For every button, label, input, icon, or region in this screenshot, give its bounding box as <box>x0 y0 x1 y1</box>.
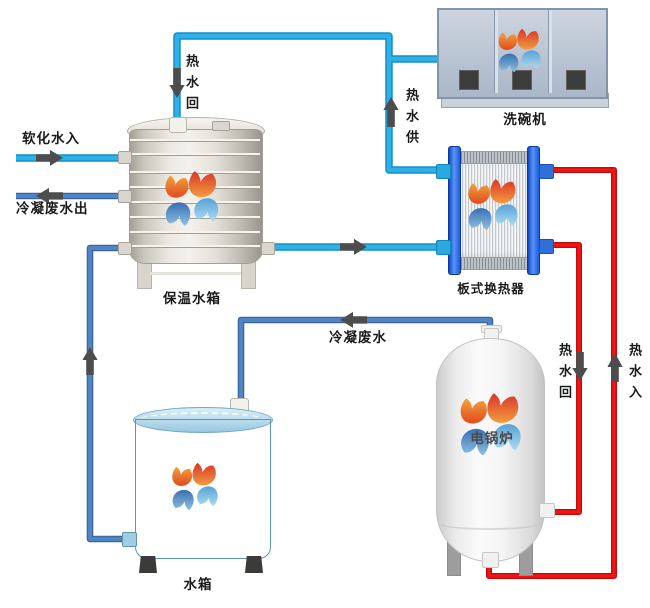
insulated-tank-leg-bar <box>150 272 241 275</box>
label-hot-water-return-right: 热水回 <box>557 343 572 406</box>
flow-arrow-down-hot-return <box>572 352 588 381</box>
insulated-tank-body <box>129 129 263 264</box>
hx-port-hot-out <box>436 164 451 179</box>
dishwasher-handle <box>459 70 479 90</box>
insulated-tank-outlet-nozzle <box>118 190 132 203</box>
insulated-tank-top-nub <box>212 121 230 131</box>
label-condensate-waste: 冷凝废水 <box>329 330 387 345</box>
label-condensate-waste-out: 冷凝废水出 <box>16 201 89 216</box>
label-hot-water-return-top: 热水回 <box>184 54 199 117</box>
flow-arrow-right-tank-to-hx <box>340 238 367 255</box>
heat-exchanger-plates <box>458 151 529 268</box>
flame-waterdrop-logo <box>170 462 222 512</box>
label-hot-water-in-right: 热水入 <box>627 343 642 406</box>
label-softened-water-in: 软化水入 <box>22 131 80 146</box>
flow-arrow-down-return-top <box>169 68 185 98</box>
flame-waterdrop-logo <box>466 178 522 232</box>
insulated-tank-bottom-left-nozzle <box>118 242 132 255</box>
flame-waterdrop-logo <box>497 28 544 74</box>
boiler-side-nozzle <box>539 503 555 518</box>
flow-arrow-up-supply <box>383 97 399 127</box>
flame-waterdrop-logo <box>163 170 223 228</box>
dishwasher-handle <box>512 70 532 90</box>
flow-arrow-up-hot-in <box>607 353 623 382</box>
dishwasher-handle <box>566 70 586 90</box>
label-plate-heat-exchanger: 板式换热器 <box>457 282 525 296</box>
label-electric-boiler: 电锅炉 <box>470 431 514 446</box>
insulated-tank-bottom-right-nozzle <box>261 242 275 255</box>
water-tank-foot <box>139 556 157 573</box>
boiler-bottom-fitting <box>482 552 499 568</box>
flow-arrow-right-softened-in <box>36 149 63 166</box>
flame-waterdrop-logo <box>457 392 527 458</box>
label-hot-water-supply: 热水供 <box>404 88 419 151</box>
label-dishwasher: 洗碗机 <box>503 112 547 127</box>
flow-arrow-up-riser <box>82 347 98 375</box>
heat-exchanger-end-plate <box>448 146 461 275</box>
flow-arrow-left-condensate-waste <box>340 311 367 328</box>
label-insulated-tank: 保温水箱 <box>163 291 221 306</box>
heat-exchanger-end-plate <box>527 146 540 275</box>
flow-arrow-left-condensate-out <box>36 187 63 204</box>
water-tank-foot <box>245 556 263 573</box>
water-tank-outlet-nozzle <box>122 532 137 547</box>
water-tank-body <box>135 419 271 559</box>
label-water-tank: 水箱 <box>183 577 213 592</box>
hx-port-primary-in <box>539 164 554 179</box>
hx-port-cold-in <box>436 240 451 255</box>
hx-port-primary-out <box>539 239 554 254</box>
insulated-tank-inlet-nozzle <box>118 151 132 164</box>
insulated-tank-top-fitting <box>169 117 187 133</box>
